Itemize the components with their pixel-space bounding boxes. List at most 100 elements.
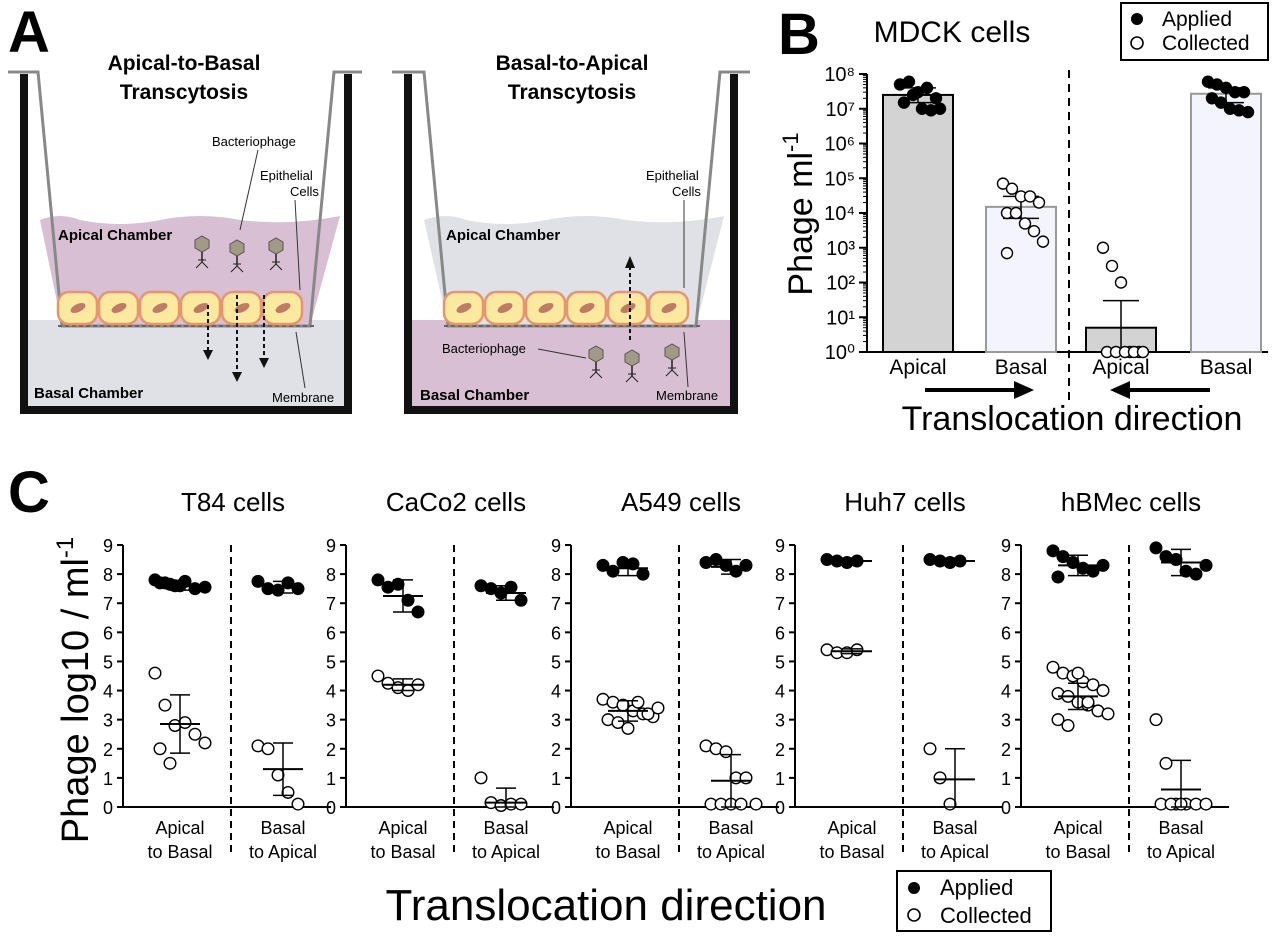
bar (985, 205, 1057, 353)
data-point (1009, 206, 1023, 220)
legend-applied: Applied (940, 875, 1013, 900)
x-category-label: Apical (1053, 818, 1102, 838)
cells-label: Cells (290, 184, 319, 199)
collected-point (734, 797, 748, 811)
data-point (1018, 217, 1032, 230)
y-tick-label: 2 (326, 740, 336, 760)
applied-point (1149, 541, 1163, 555)
legend-box (896, 870, 1052, 932)
y-axis-label-superscript: -1 (52, 537, 79, 558)
y-tick-label: 8 (775, 565, 785, 585)
applied-point (504, 580, 518, 594)
subpanel-title: CaCo2 cells (386, 487, 526, 517)
applied-point (514, 593, 528, 607)
y-tick-label: 3 (326, 711, 336, 731)
x-category-label: to Apical (472, 842, 540, 862)
x-category-label: Apical (155, 818, 204, 838)
applied-point (1199, 558, 1213, 572)
x-category-label: to Basal (147, 842, 212, 862)
collected-point (1051, 713, 1065, 727)
panel-b-label: B (778, 2, 820, 67)
y-tick-label: 0 (326, 798, 336, 818)
collected-point (850, 643, 864, 657)
y-tick-label: 3 (551, 711, 561, 731)
data-point (1000, 246, 1014, 260)
y-tick-label: 6 (775, 623, 785, 643)
legend-c: Applied Collected (896, 870, 1052, 932)
subpanel-title: T84 cells (181, 487, 285, 517)
collected-point (1081, 695, 1095, 709)
collected-point (148, 666, 162, 680)
applied-point (198, 580, 212, 594)
data-point (920, 81, 934, 95)
y-tick-label: 5 (103, 652, 113, 672)
title-line2: Transcytosis (120, 81, 248, 104)
membrane-label: Membrane (656, 388, 718, 403)
subpanel-title: hBMec cells (1061, 487, 1201, 517)
collected-point (153, 742, 167, 756)
applied-point (251, 574, 265, 588)
legend-applied: Applied (1162, 8, 1232, 31)
cell-nucleus (275, 303, 291, 313)
collected-point (178, 716, 192, 730)
x-category-label: Apical (889, 356, 946, 379)
y-tick-label: 2 (775, 740, 785, 760)
phage-head (588, 345, 604, 363)
phage-legs (195, 259, 209, 269)
collected-point (651, 701, 665, 715)
y-tick-label: 8 (551, 565, 561, 585)
x-category-label: Basal (260, 818, 305, 838)
data-point (906, 88, 920, 102)
applied-point (1169, 553, 1183, 567)
panel-c-label: C (8, 460, 50, 525)
applied-point (411, 605, 425, 619)
data-point (1241, 105, 1255, 119)
x-category-label: to Apical (249, 842, 317, 862)
label-pointers (537, 200, 689, 388)
y-tick-label: 1 (775, 769, 785, 789)
x-category-label: Basal (708, 818, 753, 838)
x-category-label: Basal (1158, 818, 1203, 838)
y-tick-label: 7 (326, 594, 336, 614)
applied-point (1046, 544, 1060, 558)
data-point (933, 102, 947, 115)
applied-point (1056, 550, 1070, 564)
phage-legs (625, 373, 639, 383)
phage-head (624, 349, 640, 367)
y-tick-label: 9 (326, 536, 336, 556)
phage-legs (269, 261, 283, 271)
y-tick-label: 8 (326, 565, 336, 585)
data-point (1023, 190, 1037, 203)
bacteriophage-label: Bacteriophage (212, 134, 296, 149)
y-axis-label-superscript: -1 (778, 132, 803, 152)
bar (1190, 92, 1262, 354)
x-axis-label: Translocation direction (902, 400, 1243, 438)
transport-arrows (207, 295, 265, 372)
cell-nucleus (111, 303, 127, 313)
collected-point (933, 771, 947, 785)
y-tick-label: 6 (1001, 623, 1011, 643)
y-axis-label: Phage log10 / ml-1 (52, 537, 97, 844)
y-tick-label: 10² (826, 273, 855, 295)
bacteriophage-icons (194, 235, 284, 273)
panel-a-label: A (8, 0, 50, 65)
x-category-label: to Apical (697, 842, 765, 862)
cell-nucleus (193, 303, 209, 313)
data-point (1237, 85, 1251, 99)
y-tick-label: 2 (551, 740, 561, 760)
data-point (1005, 182, 1019, 195)
y-tick-label: 9 (775, 536, 785, 556)
y-tick-label: 8 (1001, 565, 1011, 585)
apical-chamber-label: Apical Chamber (446, 227, 560, 244)
phage-head (664, 343, 680, 361)
y-tick-label: 10⁶ (825, 134, 855, 156)
applied-point (1189, 567, 1203, 581)
y-tick-label: 5 (551, 652, 561, 672)
x-category-label: to Basal (1045, 842, 1110, 862)
cell-nucleus (152, 303, 168, 313)
applied-point (401, 593, 415, 607)
y-tick-label: 9 (103, 536, 113, 556)
bacteriophage-label: Bacteriophage (442, 341, 526, 356)
y-tick-label: 5 (1001, 652, 1011, 672)
